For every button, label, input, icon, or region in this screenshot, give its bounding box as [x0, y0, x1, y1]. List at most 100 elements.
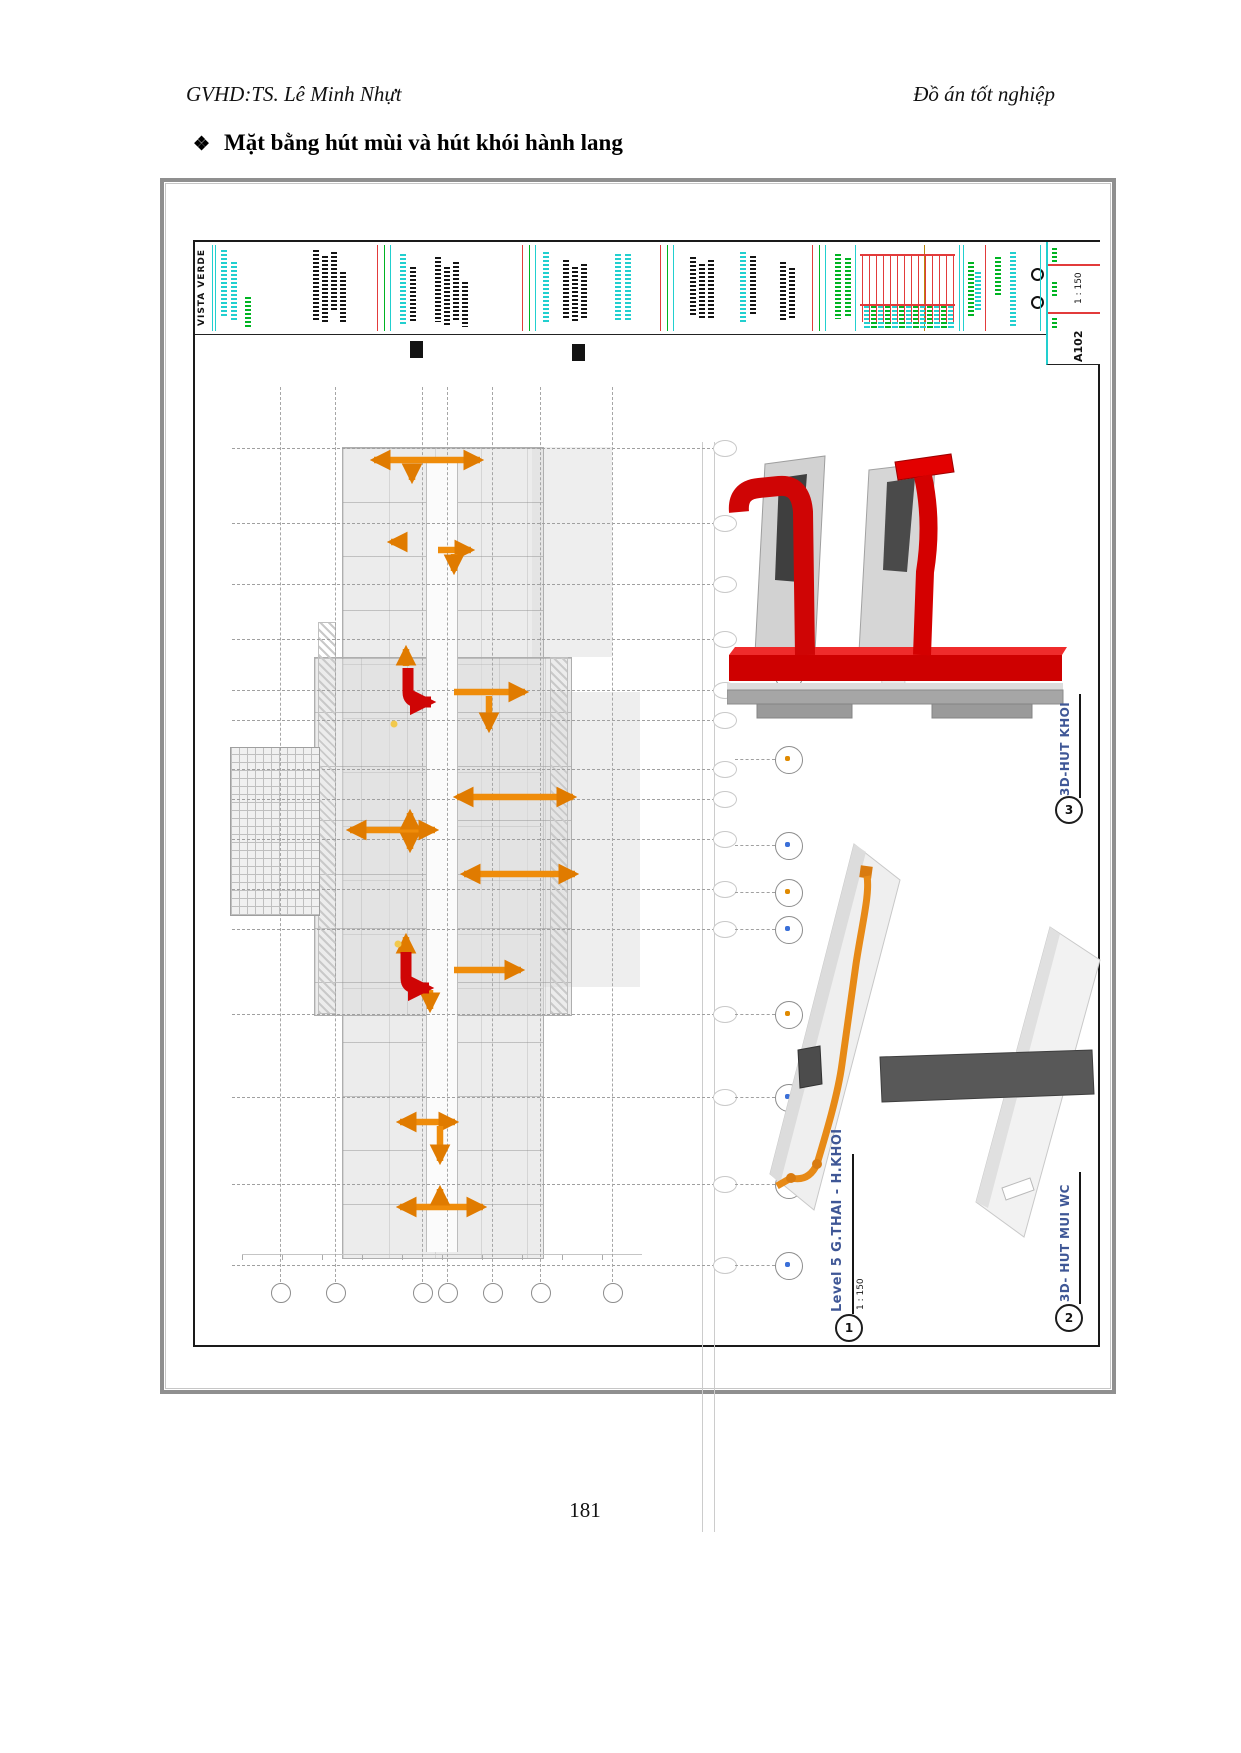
- titleblock-text: [735, 1097, 775, 1098]
- titleblock-text: [995, 257, 1001, 297]
- titleblock-text: [913, 306, 919, 328]
- titleblock-text: [615, 254, 621, 322]
- approval-stamp-icon: [572, 341, 585, 361]
- titleblock-line: [860, 254, 955, 256]
- titleblock-text: [735, 1014, 775, 1015]
- concrete-slab: [727, 690, 1063, 704]
- titleblock-text: [313, 250, 319, 322]
- titleblock-text: [789, 268, 795, 318]
- titleblock-text: [899, 306, 905, 328]
- titleblock-text: [785, 1011, 790, 1016]
- titleblock-line: [953, 254, 954, 322]
- titleblock-text: [740, 252, 746, 324]
- titleblock-text: [785, 1094, 790, 1099]
- titleblock-line: [959, 245, 960, 331]
- titleblock-line: [667, 245, 668, 331]
- titleblock-text: [845, 258, 851, 318]
- titleblock-line: [862, 254, 863, 322]
- titleblock-text: [713, 515, 737, 532]
- sheet-info-box: 1 : 150 A102: [1046, 242, 1100, 365]
- titleblock-line: [384, 245, 385, 331]
- view-scale: 1 : 150: [856, 1278, 866, 1310]
- titleblock-text: [483, 1283, 503, 1303]
- titleblock-text: [462, 282, 468, 327]
- titleblock-line: [377, 245, 378, 331]
- header-left: GVHD:TS. Lê Minh Nhựt: [186, 82, 402, 106]
- titleblock-text: [892, 306, 898, 328]
- adjacent-wing-ghost: [532, 447, 612, 657]
- titleblock-line: [522, 245, 523, 331]
- titleblock-line: [946, 254, 947, 322]
- titleblock-text: [785, 1262, 790, 1267]
- louver-grid-annex: [230, 747, 320, 916]
- red-smoke-duct: [402, 668, 437, 716]
- titleblock-text: [735, 1184, 775, 1185]
- titleblock-text: [410, 267, 416, 322]
- balcony-hatch: [550, 657, 568, 1014]
- titleblock-text: [713, 712, 737, 729]
- titleblock-line: [1040, 245, 1041, 331]
- red-duct-elbow: [728, 475, 815, 656]
- titleblock-text: [713, 761, 737, 778]
- header-right: Đồ án tốt nghiệp: [913, 82, 1055, 106]
- view-number: 1: [835, 1314, 863, 1342]
- titleblock-text: [906, 306, 912, 328]
- titleblock-text: [400, 254, 406, 324]
- titleblock-line: [897, 254, 898, 322]
- titleblock-text: [232, 523, 715, 524]
- titleblock-line: [855, 245, 856, 331]
- titleblock-text: [322, 256, 328, 322]
- titleblock-text: [775, 879, 803, 907]
- fixture-dot: [390, 720, 398, 728]
- titleblock-text: [453, 262, 459, 322]
- titleblock-text: [543, 252, 549, 322]
- titleblock-text: [335, 387, 336, 1302]
- titleblock-text: [271, 1283, 291, 1303]
- orange-exhaust-pipe: [813, 875, 872, 1166]
- titleblock-line: [924, 245, 925, 331]
- titleblock-text: [735, 759, 775, 760]
- titleblock-line: [925, 254, 926, 322]
- titleblock-text: [699, 264, 705, 319]
- titleblock-line: [529, 245, 530, 331]
- view-title: 3D- HUT MUI WC: [1058, 1184, 1072, 1302]
- titleblock-text: [232, 448, 715, 449]
- page-number: 181: [569, 1498, 601, 1522]
- titleblock-line: [660, 245, 661, 331]
- duct-overlay: [345, 449, 580, 1218]
- titleblock-text: [713, 831, 737, 848]
- titleblock-text: [713, 440, 737, 457]
- titleblock-text: [713, 631, 737, 648]
- titleblock-line: [673, 245, 674, 331]
- titleblock-text: [245, 297, 251, 327]
- titleblock-text: [232, 1097, 715, 1098]
- titleblock-text: [232, 639, 715, 640]
- titleblock-text: [232, 1265, 715, 1266]
- diamond-bullet-icon: ❖: [193, 134, 211, 155]
- section-heading-text: Mặt bằng hút mùi và hút khói hành lang: [224, 130, 623, 155]
- titleblock-text: [735, 929, 775, 930]
- titleblock-line: [390, 245, 391, 331]
- titleblock-line: [215, 245, 216, 331]
- titleblock-text: [422, 387, 423, 1302]
- titleblock-text: [735, 1265, 775, 1266]
- 3d-view-hut-mui-wc: [769, 843, 1101, 1238]
- titleblock-text: [1010, 252, 1016, 327]
- titleblock-text: [785, 756, 790, 761]
- red-duct-riser: [913, 474, 938, 656]
- exhaust-beam: [879, 1049, 1095, 1103]
- view-label-3: 3D-HUT KHOI 3: [1050, 694, 1084, 826]
- cad-sheet: VISTA VERDE 1 : 150 A102: [193, 240, 1101, 1532]
- titleblock-text: [444, 267, 450, 325]
- titleblock-line: [918, 254, 919, 322]
- titleblock-text: [438, 1283, 458, 1303]
- titleblock-text: [232, 1014, 715, 1015]
- titleblock-text: [864, 306, 870, 328]
- titleblock-text: [232, 769, 715, 770]
- titleblock-text: [878, 306, 884, 328]
- titleblock-line: [819, 245, 820, 331]
- titleblock-text: [968, 262, 974, 317]
- titleblock-text: [435, 257, 441, 322]
- titleblock-text: [326, 1283, 346, 1303]
- view-title: Level 5 G.THAI - H.KHOI: [830, 1128, 845, 1312]
